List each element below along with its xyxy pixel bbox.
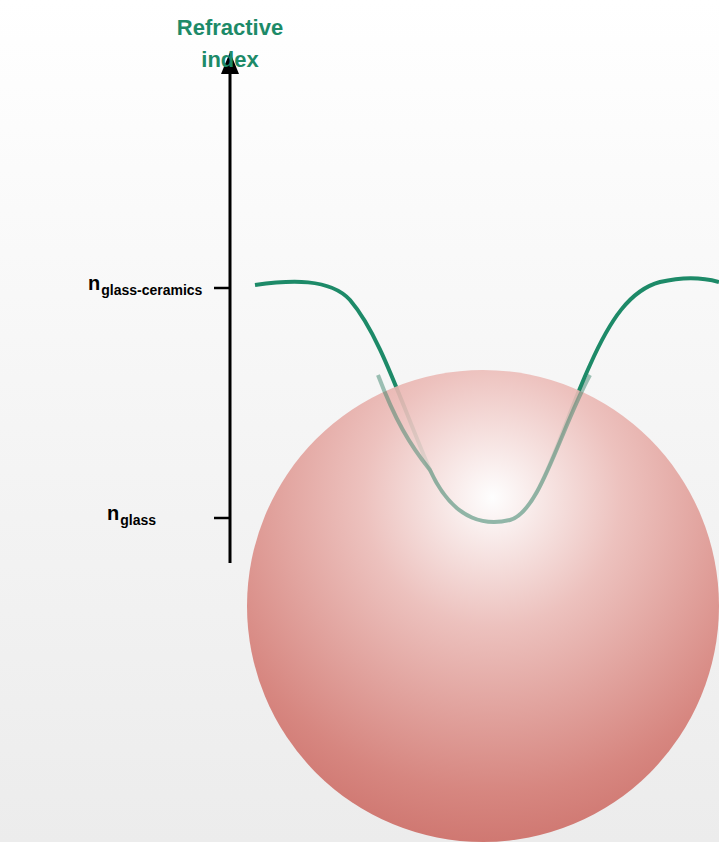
axis-title: Refractive index xyxy=(155,12,305,76)
axis-line xyxy=(229,70,232,563)
curve-inside-sphere xyxy=(378,375,590,522)
symbol: n xyxy=(88,272,100,295)
symbol: n xyxy=(107,502,119,525)
particle-sphere xyxy=(247,370,719,842)
axis-tick xyxy=(214,517,230,520)
axis-tick xyxy=(214,287,230,290)
subscript: glass-ceramics xyxy=(101,282,202,298)
subscript: glass xyxy=(120,512,156,528)
